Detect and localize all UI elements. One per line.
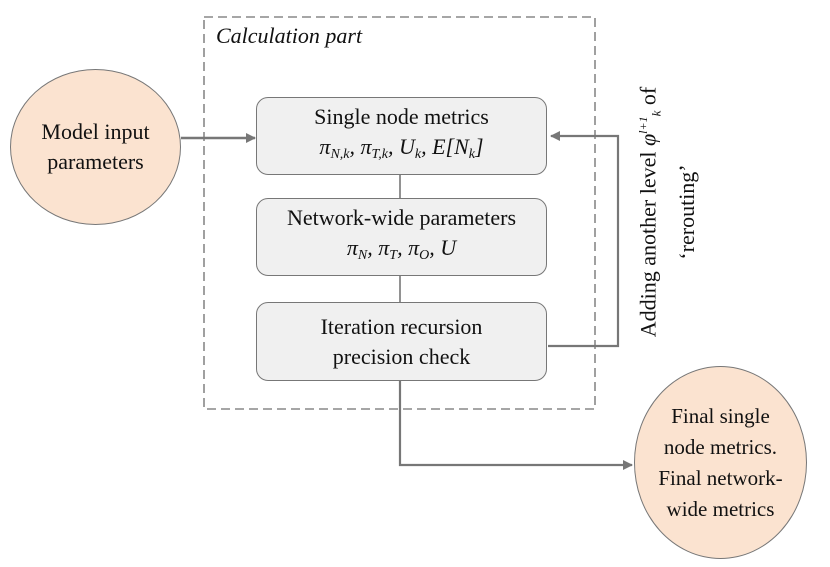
calculation-part-label-text: Calculation part <box>216 23 363 48</box>
feedback-label-suffix: of <box>635 86 661 106</box>
feedback-label-superscript: l+1 <box>636 116 650 134</box>
network-wide-parameters-box: Network-wide parameters πN, πT, πO, U <box>256 198 547 276</box>
iteration-check-line2: precision check <box>332 343 471 369</box>
final-metrics-line1: Final single <box>671 403 770 428</box>
feedback-label-prefix: Adding another level <box>635 151 661 338</box>
network-wide-parameters-title: Network-wide parameters <box>286 205 517 230</box>
feedback-arrow <box>548 131 620 348</box>
network-wide-parameters-formula: πN, πT, πO, U <box>346 235 457 263</box>
model-input-line2: parameters <box>47 149 144 174</box>
iteration-check-box: Iteration recursion precision check <box>256 302 547 381</box>
model-input-line1: Model input <box>41 119 150 144</box>
feedback-label-line2: ‘rerouting’ <box>673 164 699 260</box>
final-metrics-line4: wide metrics <box>666 496 775 521</box>
final-metrics-line3: Final network- <box>658 465 783 490</box>
single-node-metrics-title: Single node metrics <box>314 104 489 129</box>
feedback-label: Adding another level φl+1k of ‘rerouting… <box>628 47 698 377</box>
single-node-metrics-box: Single node metrics πN,k, πT,k, Uk, E[Nk… <box>256 97 547 175</box>
calculation-part-label: Calculation part <box>216 23 362 49</box>
single-node-metrics-formula: πN,k, πT,k, Uk, E[Nk] <box>319 134 484 162</box>
model-input-node: Model input parameters <box>10 69 181 225</box>
feedback-label-line1: Adding another level φl+1k of <box>628 47 672 377</box>
final-metrics-line2: node metrics. <box>663 434 778 459</box>
final-metrics-node: Final single node metrics. Final network… <box>634 366 807 559</box>
feedback-label-symbol: φ <box>635 133 661 146</box>
iteration-check-line1: Iteration recursion <box>320 313 483 339</box>
feedback-label-subscript: k <box>648 110 664 117</box>
output-arrow <box>398 381 633 470</box>
